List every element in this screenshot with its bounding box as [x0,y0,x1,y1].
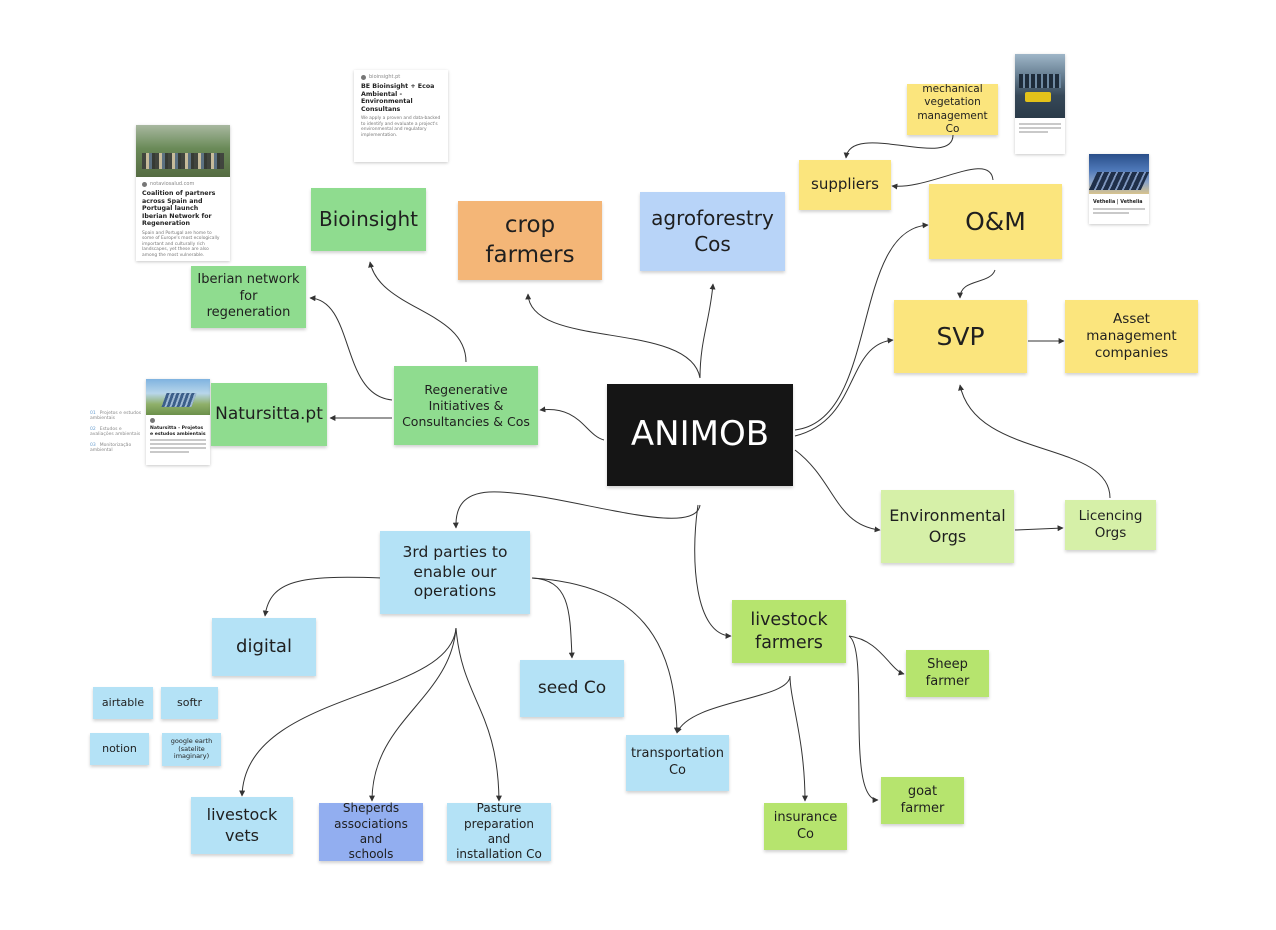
node-softr[interactable]: softr [161,687,218,719]
node-asset-management[interactable]: Asset management companies [1065,300,1198,373]
connector-center-crop [525,293,701,379]
node-bioinsight[interactable]: Bioinsight [311,188,426,251]
node-om[interactable]: O&M [929,184,1062,259]
vethelia-card-title: Vethelia | Vethelia [1093,200,1143,205]
node-agroforestry[interactable]: agroforestry Cos [640,192,785,271]
connector-center-svp [794,337,894,437]
node-sheperds[interactable]: Sheperds associations and schools [319,801,423,861]
coalition-card-description: Spain and Portugal are home to some of E… [142,230,220,258]
node-transportation[interactable]: transportation Co [626,735,729,791]
coalition-card-title: Coalition of partners across Spain and P… [142,190,216,228]
connector-center-om [794,222,929,431]
node-google-earth[interactable]: google earth (satelite imaginary) [162,733,221,766]
vethelia-card[interactable]: Vethelia | Vethelia [1089,154,1149,224]
center-node-animob[interactable]: ANIMOB [607,384,793,486]
connector-third-sheperds [369,627,457,802]
connector-livestock-goat [848,635,879,803]
node-pasture-preparation[interactable]: Pasture preparation and installation Co [447,801,551,861]
node-airtable[interactable]: airtable [93,687,153,719]
node-livestock-farmers[interactable]: livestock farmers [732,600,846,663]
solar-maintenance-image [1015,54,1065,118]
bioinsight-card-title: BE Bioinsight + Ecoa Ambiental - Environ… [361,83,435,113]
connector-livestock-sheep [848,635,905,676]
connector-livestock-transport [676,675,791,734]
node-iberian-network[interactable]: Iberian network for regeneration [191,266,306,328]
node-mechanical-vegetation[interactable]: mechanical vegetation management Co [907,83,998,135]
node-svp[interactable]: SVP [894,300,1027,373]
connector-center-agroforestry [699,283,716,379]
connector-livestock-insurance [789,675,808,802]
coalition-card-source: notaviosalud.com [142,181,224,187]
connector-mechanical-suppliers [843,134,954,159]
connector-center-third-parties [452,491,701,529]
node-licencing-orgs[interactable]: Licencing Orgs [1065,500,1156,550]
connector-center-livestock [694,504,732,639]
connector-regenerative-iberian [309,295,393,401]
connector-third-digital [262,576,383,617]
bioinsight-card-description: We apply a proven and data-backed to ide… [361,116,441,138]
connector-environmental-licencing [1014,525,1064,532]
connector-center-regenerative [539,406,605,441]
node-crop-farmers[interactable]: crop farmers [458,201,602,280]
connector-licencing-svp [958,384,1111,499]
node-insurance[interactable]: insurance Co [764,803,847,850]
connector-third-seed [531,577,575,659]
node-regenerative-initiatives[interactable]: Regenerative Initiatives & Consultancies… [394,366,538,445]
connector-center-environmental [794,449,881,533]
node-livestock-vets[interactable]: livestock vets [191,797,293,854]
node-notion[interactable]: notion [90,733,149,765]
coalition-article-card[interactable]: notaviosalud.com Coalition of partners a… [136,125,230,261]
bioinsight-article-card[interactable]: bioinsight.pt BE Bioinsight + Ecoa Ambie… [354,70,448,162]
connector-om-suppliers [891,168,994,190]
node-sheep-farmer[interactable]: Sheep farmer [906,650,989,697]
node-digital[interactable]: digital [212,618,316,676]
bioinsight-card-source: bioinsight.pt [361,74,441,80]
connector-om-svp [957,269,996,299]
node-natursitta[interactable]: Natursitta.pt [211,383,327,446]
natursitta-card-image [146,379,210,415]
connector-third-transport [531,577,680,734]
natursitta-card-title: Natursitta - Projetos e estudos ambienta… [150,426,206,437]
vethelia-card-image [1089,154,1149,194]
connector-third-pasture [455,627,502,802]
natursitta-article-card[interactable]: Natursitta - Projetos e estudos ambienta… [146,379,210,465]
solar-maintenance-card[interactable] [1015,54,1065,154]
node-environmental-orgs[interactable]: Environmental Orgs [881,490,1014,563]
node-third-parties[interactable]: 3rd parties to enable our operations [380,531,530,614]
node-goat-farmer[interactable]: goat farmer [881,777,964,824]
connector-third-vets [239,627,457,797]
connector-regenerative-bioinsight [368,261,467,363]
node-seed-co[interactable]: seed Co [520,660,624,717]
coalition-card-image [136,125,230,177]
node-suppliers[interactable]: suppliers [799,160,891,210]
